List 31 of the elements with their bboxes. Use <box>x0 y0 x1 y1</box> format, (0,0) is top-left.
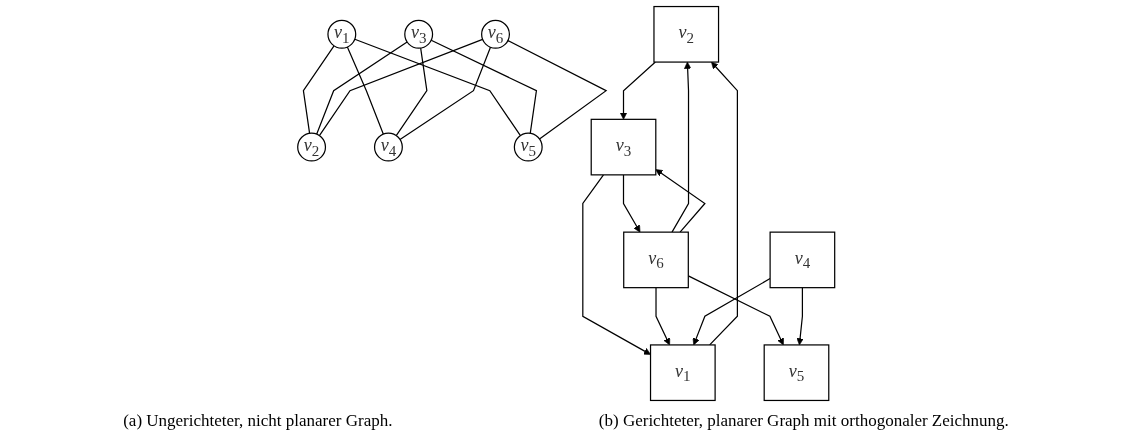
node-circle: v$_{4}$ <box>373 132 403 162</box>
arrow <box>671 61 692 233</box>
arrow <box>622 174 641 233</box>
connector <box>302 45 335 134</box>
node-box: v$_{3}$ <box>590 118 657 176</box>
connector <box>315 41 408 135</box>
node-circle: v$_{5}$ <box>513 132 543 162</box>
arrow <box>796 287 804 346</box>
connector <box>430 39 537 134</box>
node-box: v$_{4}$ <box>769 231 836 289</box>
node-box: v$_{6}$ <box>622 231 689 289</box>
connector <box>318 38 483 137</box>
node-box: v$_{2}$ <box>653 5 719 63</box>
connector <box>507 40 608 140</box>
connector <box>346 46 384 135</box>
node-circle: v$_{1}$ <box>327 19 357 49</box>
node-circle: v$_{6}$ <box>480 19 510 49</box>
arrow <box>619 61 656 120</box>
node-circle: v$_{3}$ <box>403 19 433 49</box>
caption: (b) Gerichteter, planarer Graph mit orthogonaler Zeichnung. <box>598 411 1009 431</box>
arrow <box>655 287 670 346</box>
arrow <box>708 61 738 346</box>
caption: (a) Ungerichteter, nicht planarer Graph. <box>123 411 393 431</box>
connector <box>395 47 428 137</box>
connector <box>399 46 491 141</box>
arrow <box>655 169 706 233</box>
node-circle: v$_{2}$ <box>296 132 326 162</box>
node-box: v$_{1}$ <box>649 344 716 402</box>
node-box: v$_{5}$ <box>763 344 830 402</box>
arrow <box>582 174 651 355</box>
connector <box>354 38 521 137</box>
